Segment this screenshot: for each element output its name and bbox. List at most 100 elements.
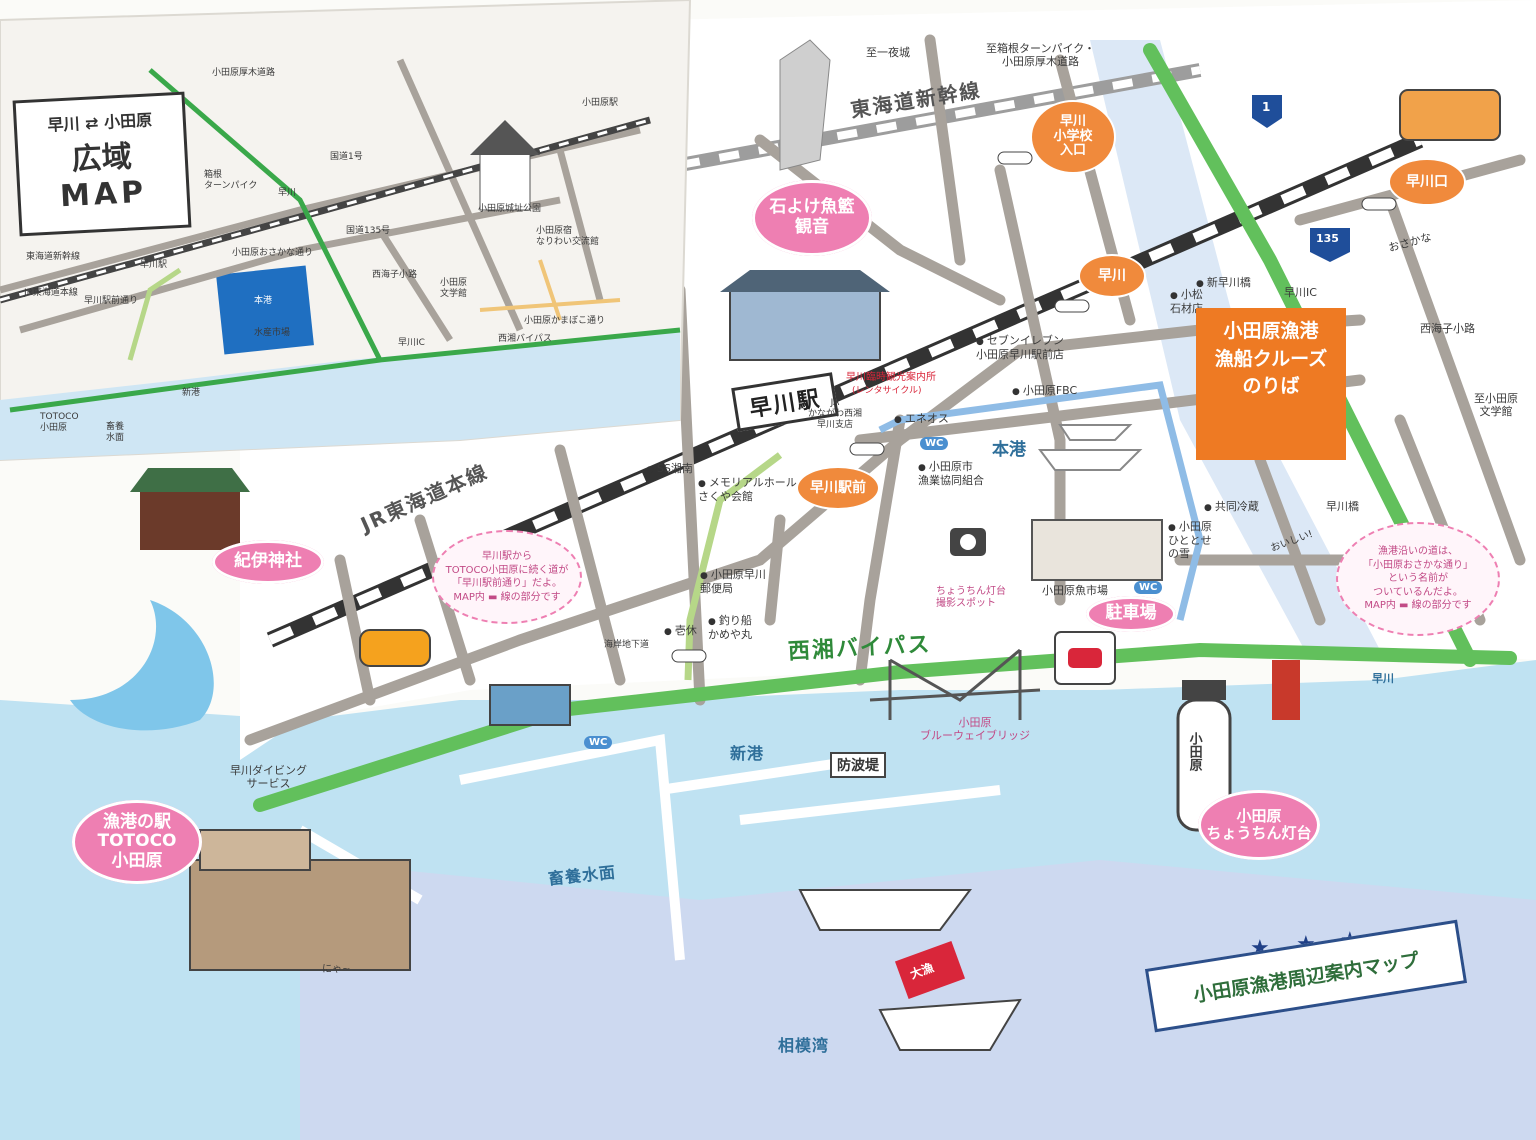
inset-label-kamaboko: 小田原かまぼこ通り xyxy=(524,316,606,326)
tairyo-boat-icon xyxy=(878,940,1022,1051)
inset-label-hayakawa-eki: 早川駅 xyxy=(140,260,168,270)
wave-icon xyxy=(70,600,214,731)
inset-label-nariwai: 小田原宿 なりわい交流館 xyxy=(536,226,600,247)
label-tsuribune: 釣り船 かめや丸 xyxy=(708,614,752,641)
inset-sea xyxy=(0,330,680,460)
kannon-statue-icon xyxy=(779,39,831,171)
blue-way-bridge-icon xyxy=(869,648,1041,720)
label-rental-cycle: (レンタサイクル) xyxy=(852,386,922,396)
label-shinko: 新港 xyxy=(730,744,765,763)
wc-badge-shinko: WC xyxy=(584,736,613,749)
label-hayakawa-ic: 早川IC xyxy=(1284,286,1317,299)
label-ss-shonan: SS湘南 xyxy=(646,462,693,476)
inset-label-hayakawa: 早川 xyxy=(278,188,297,198)
bubble-chushajo: 駐車場 xyxy=(1086,596,1176,632)
bubble-hayakawa: 早川 xyxy=(1078,254,1146,298)
label-shin-hayakawa-bashi: 新早川橋 xyxy=(1196,276,1251,290)
inset-label-castle-park: 小田原城址公園 xyxy=(478,204,542,214)
inset-label-honko: 本港 xyxy=(254,296,273,306)
label-bohatei: 防波堤 xyxy=(830,752,886,778)
label-route135: 135 xyxy=(1316,232,1339,245)
label-komatsu: 小松 石材店 xyxy=(1170,288,1203,315)
traffic-signal-icons xyxy=(671,151,1397,663)
bubble-hayakawa-ekimae: 早川駅前 xyxy=(796,466,880,510)
fish-market-building-icon xyxy=(1031,519,1163,581)
inset-label-totoco: TOTOCO 小田原 xyxy=(40,412,79,433)
label-hakone-turnpike-to: 至箱根ターンパイク・ 小田原厚木道路 xyxy=(986,42,1096,69)
label-nya: にゃ~ xyxy=(322,964,351,975)
label-nishikaishi: 西海子小路 xyxy=(1420,322,1475,335)
inset-label-kokudo1: 国道1号 xyxy=(330,152,363,162)
inset-ekimae-path xyxy=(127,267,182,361)
route135-shield-icon xyxy=(1310,228,1350,262)
label-route1: 1 xyxy=(1262,100,1271,114)
inset-honko-basin xyxy=(216,265,314,355)
note-osakana-dori: 漁港沿いの道は、 「小田原おさかな通り」 という名前が ついているんだよ。 MA… xyxy=(1336,522,1500,636)
inset-label-shinko: 新港 xyxy=(182,388,201,398)
train-icon xyxy=(1399,89,1501,141)
label-ikkyu: 壱休 xyxy=(664,624,697,638)
label-hayakawa-bashi: 早川橋 xyxy=(1326,500,1359,513)
inset-label-suisan: 水産市場 xyxy=(254,328,291,338)
sea-area-deep xyxy=(300,860,1536,1140)
inset-label-shinkansen: 東海道新幹線 xyxy=(26,252,81,262)
label-seven-eleven: セブンイレブン 小田原早川駅前店 xyxy=(976,334,1064,361)
inset-label-bungakukan: 小田原 文学館 xyxy=(440,278,468,299)
inset-rail xyxy=(0,116,651,304)
label-yubinkyoku: 小田原早川 郵便局 xyxy=(700,568,766,595)
label-ja: JA かながわ西湘 早川支店 xyxy=(808,398,863,430)
label-kaigan-chikado: 海岸地下道 xyxy=(604,640,650,650)
inset-label-hakone-turnpike: 箱根 ターンパイク xyxy=(204,170,258,191)
label-gyogyo-kumiai: 小田原市 漁業協同組合 xyxy=(918,460,984,487)
inset-label-chikuyo: 畜養 水面 xyxy=(106,422,125,443)
inset-label-nishikaishi: 西海子小路 xyxy=(372,270,418,280)
fishing-boat-icon xyxy=(798,889,972,931)
label-sagamiwan: 相模湾 xyxy=(778,1036,830,1055)
bubble-hayakawaguchi: 早川口 xyxy=(1388,158,1466,206)
inset-label-seisho-bypass: 西湘バイパス xyxy=(498,334,552,344)
inset-label-hayakawa-ic: 早川IC xyxy=(398,338,425,348)
label-eneos: エネオス xyxy=(894,412,949,426)
bubble-kinomiya: 紀伊神社 xyxy=(212,540,324,584)
wc-badge-gyoba: WC xyxy=(1134,581,1163,594)
label-to-bungakukan: 至小田原 文学館 xyxy=(1474,392,1518,419)
totoco-building-icon xyxy=(189,829,411,971)
inset-label-osakana-dori: 小田原おさかな通り xyxy=(232,248,314,258)
inset-kamaboko-path xyxy=(479,259,621,321)
parking-car-sign-icon xyxy=(1054,631,1116,685)
note-ekimae-dori: 早川駅から TOTOCO小田原に続く道が 「早川駅前通り」だよ。 MAP内 ▬ … xyxy=(432,530,582,624)
label-kyodo-reizo: 共同冷蔵 xyxy=(1204,500,1259,514)
label-hayakawa-river: 早川 xyxy=(1372,672,1394,685)
bubble-ishiyoke: 石よけ魚籃 観音 xyxy=(752,180,872,256)
label-diving: 早川ダイビング サービス xyxy=(230,764,307,791)
bubble-totoco: 漁港の駅 TOTOCO 小田原 xyxy=(72,800,202,884)
label-honko: 本港 xyxy=(992,440,1026,460)
label-chochin-spot: ちょうちん灯台 撮影スポット xyxy=(936,586,1006,609)
wc-badge-honko: WC xyxy=(920,437,949,450)
route1-shield-icon xyxy=(1252,95,1282,128)
inset-green-route xyxy=(9,68,681,413)
car-icon xyxy=(359,629,431,667)
chochin-lighthouse-icon xyxy=(1176,680,1232,832)
bubble-chochin-lighthouse: 小田原 ちょうちん灯台 xyxy=(1198,790,1320,860)
label-hitotose: 小田原 ひととせ の雪 xyxy=(1168,520,1212,560)
hayakawa-station-building-icon xyxy=(720,270,890,361)
inset-label-jr-honsen: JR東海道本線 xyxy=(24,288,78,298)
label-odawara-fbc: 小田原FBC xyxy=(1012,384,1077,398)
label-lighthouse-text: 小田原 xyxy=(1186,732,1202,771)
bubble-hayakawa-sho: 早川 小学校 入口 xyxy=(1030,100,1116,174)
label-memorial-hall: メモリアルホール さくや会館 xyxy=(698,476,797,503)
truck-icon xyxy=(489,684,571,726)
inset-label-kokudo135: 国道135号 xyxy=(346,226,391,236)
label-ichiyajo: 至一夜城 xyxy=(866,46,910,59)
label-tourist-info: 早川臨時観光案内所 xyxy=(846,372,936,383)
camera-icon xyxy=(950,528,986,556)
odawara-castle-icon xyxy=(470,120,540,211)
inset-label-ekimae-dori: 早川駅前通り xyxy=(84,296,139,306)
red-lighthouse-icon xyxy=(1272,660,1300,720)
harbor-ships-icon xyxy=(1038,424,1143,471)
label-gyoba: 小田原魚市場 xyxy=(1042,584,1108,597)
inset-title-card: 早川 ⇄ 小田原 広域 MAP xyxy=(12,91,192,237)
cruise-boarding-sign: 小田原漁港 漁船クルーズ のりば xyxy=(1196,308,1346,460)
inset-label-odawara-eki: 小田原駅 xyxy=(582,98,619,108)
